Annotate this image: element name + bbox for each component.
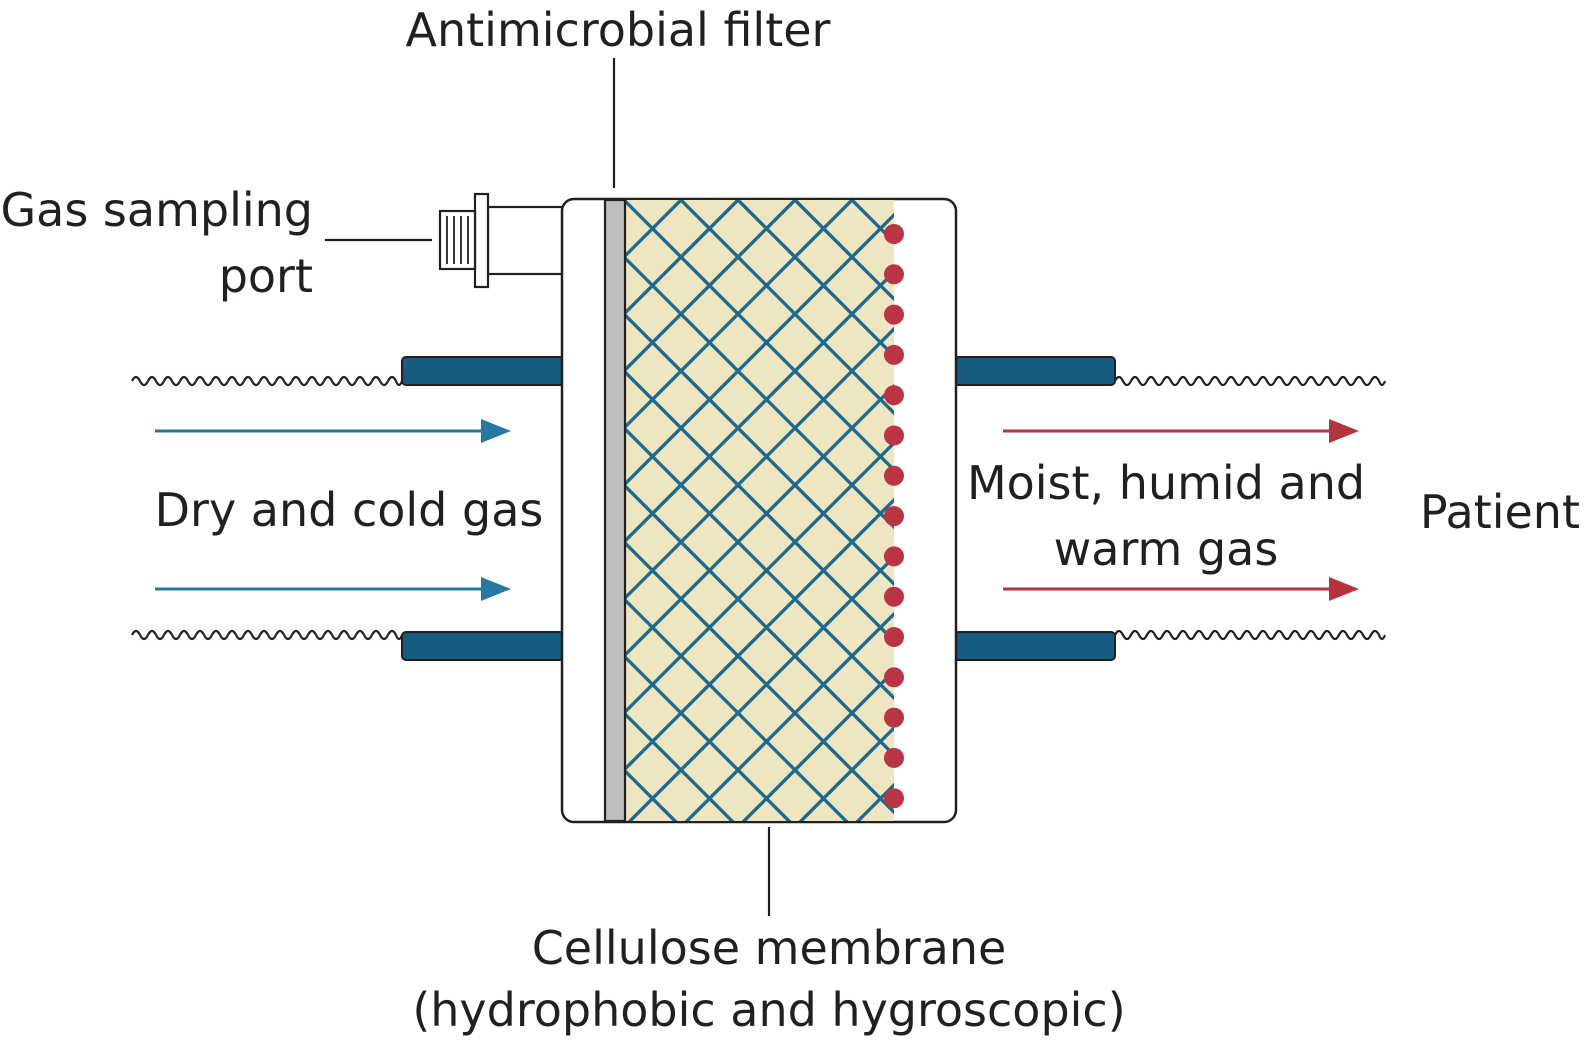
mesh-strand [626,427,894,701]
mesh-strand [0,200,567,900]
gas-sampling-port-label-line1: Gas sampling [1,183,314,237]
mesh-strand [0,200,111,900]
droplet-icon [884,627,904,647]
mesh-strand [0,200,583,900]
mesh-strand [1536,200,1591,900]
mesh-strand [0,200,640,900]
droplet-icon [884,586,904,607]
mesh-strand [626,769,678,821]
tubing-wall-left-bottom [131,629,404,641]
gas-sampling-port-label-line2: port [219,249,313,303]
droplet-icon [884,304,904,325]
mesh-strand [626,326,894,600]
droplet-icon [884,385,904,406]
mesh-strand [0,200,624,900]
mesh-strand [0,200,225,900]
connector-right-top [949,356,1116,386]
patient-label: Patient [1420,485,1580,539]
mesh-strand [0,200,127,900]
droplet-icon [884,224,904,244]
droplet-icon [884,788,904,809]
mesh-strand [1422,200,1591,900]
mesh-strand [741,668,894,821]
connector-left-top [401,356,565,386]
moist-gas-label-line1: Moist, humid and [967,456,1365,510]
mesh-strand [0,200,241,900]
mesh-strand [0,200,54,900]
mesh-strand [626,712,735,821]
mesh-strand [626,200,894,473]
mesh-strand [1479,200,1591,900]
droplet-icon [884,465,904,486]
droplet-icon [884,747,904,768]
mesh-strand [0,200,339,900]
cellulose-membrane-label-line1: Cellulose membrane [532,921,1007,975]
moist-gas-label-line2: warm gas [1054,522,1279,576]
dry-cold-gas-label: Dry and cold gas [155,483,544,537]
tubing-wall-right-bottom [1114,629,1387,641]
mesh-strand [626,256,894,530]
mesh-strand [0,200,355,900]
mesh-strand [1308,200,1591,900]
mesh-strand [0,200,298,900]
mesh-strand [0,200,184,900]
droplet-icon [884,667,904,688]
mesh-strand [0,200,510,900]
droplet-icon [884,264,904,285]
mesh-strand [736,200,894,359]
mesh-strand [626,200,854,429]
mesh-strand [0,200,168,900]
cellulose-membrane-label-line2: (hydrophobic and hygroscopic) [412,983,1125,1037]
mesh-strand [626,655,792,821]
moisture-droplets [884,224,904,809]
tubing-wall-right-top [1114,375,1387,387]
mesh-strand [626,383,894,657]
mesh-strand [626,497,894,771]
antimicrobial-filter-layer [603,198,627,823]
mesh-strand [627,554,894,821]
mesh-strand [626,200,797,372]
mesh-strand [0,200,282,900]
droplet-icon [884,707,904,728]
connector-right-bottom [949,631,1116,661]
mesh-strand [0,200,412,900]
mesh-strand [626,313,894,587]
antimicrobial-filter-label: Antimicrobial filter [406,3,831,57]
mesh-strand [626,269,894,543]
mesh-strand [0,200,13,900]
gas-sampling-port [325,192,566,289]
mesh-strand [798,725,894,821]
mesh-strand [0,200,526,900]
mesh-strand [0,200,396,900]
droplet-icon [884,344,904,365]
mesh-strand [679,200,894,416]
membrane-mesh [0,200,1591,900]
mesh-strand [626,212,894,486]
mesh-strand [626,440,894,714]
mesh-strand [626,370,894,644]
mesh-strand [626,484,894,758]
connector-left-bottom [401,631,565,661]
mesh-strand [0,200,70,900]
mesh-strand [626,598,849,821]
mesh-strand [1365,200,1591,900]
mesh-strand [0,200,469,900]
mesh-strand [626,541,894,815]
droplet-icon [884,425,904,446]
mesh-strand [1251,200,1591,900]
droplet-icon [884,506,904,527]
tubing-wall-left-top [131,375,404,387]
mesh-strand [0,200,453,900]
mesh-strand [684,611,894,821]
droplet-icon [884,546,904,567]
